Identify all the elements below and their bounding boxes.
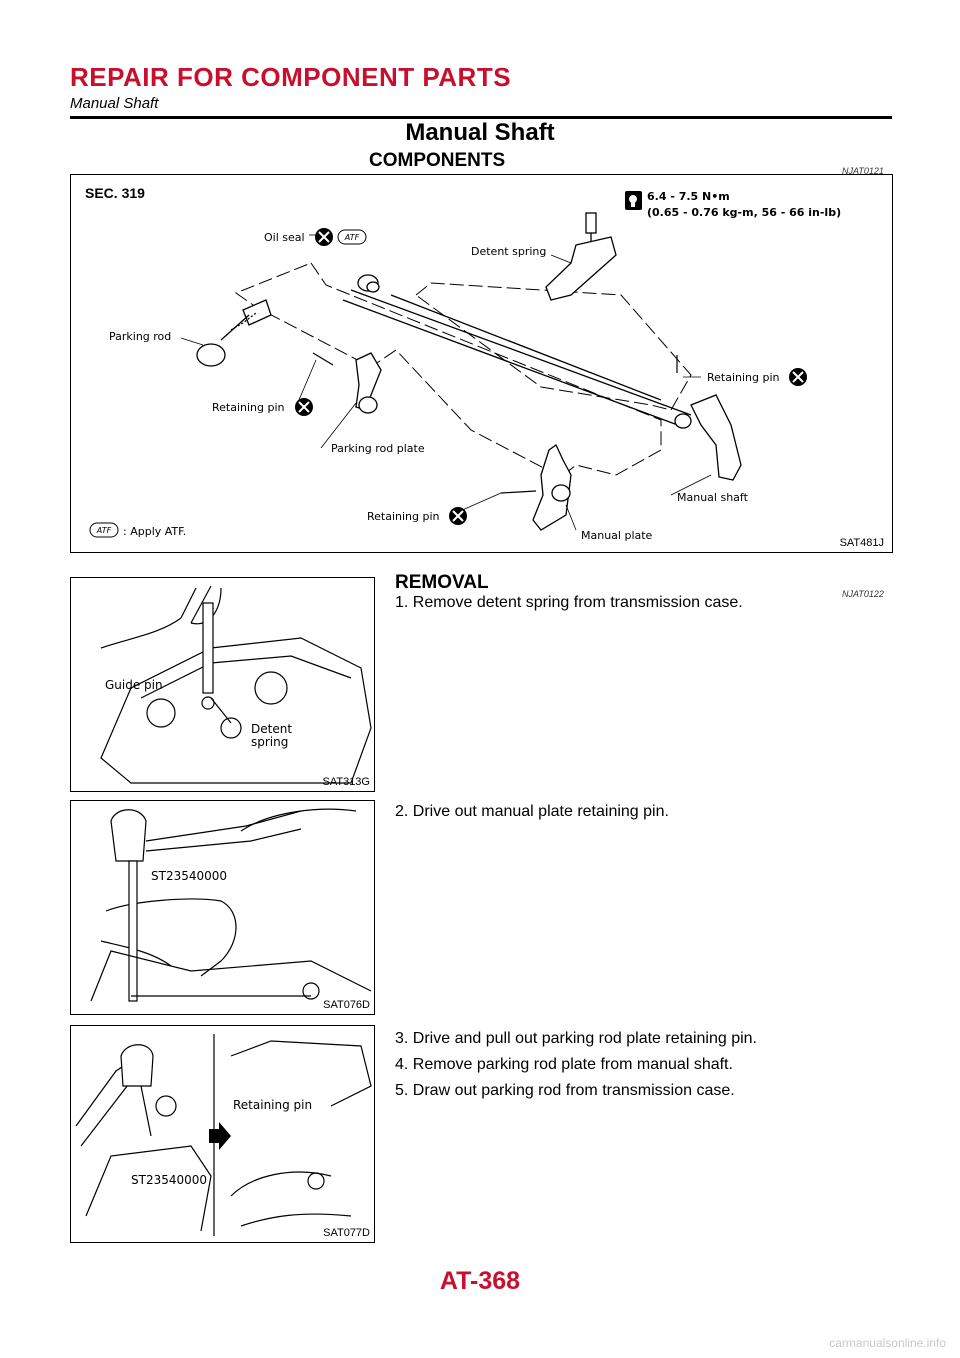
- label-detent: Detent: [251, 722, 293, 736]
- page-header-title: REPAIR FOR COMPONENT PARTS: [70, 62, 512, 92]
- removal-step-4: 4. Remove parking rod plate from manual …: [395, 1056, 733, 1073]
- label-retaining-pin-left: Retaining pin: [212, 401, 285, 414]
- figure-code: SAT481J: [839, 537, 884, 549]
- label-tool-number: ST23540000: [131, 1173, 208, 1187]
- removal-step-5: 5. Draw out parking rod from transmissio…: [395, 1082, 735, 1099]
- retaining-pin-illustration: [75, 1034, 372, 1236]
- figure-code: SAT076D: [323, 999, 370, 1011]
- label-parking-rod-plate: Parking rod plate: [331, 442, 425, 455]
- watermark: carmanualsonline.info: [829, 1336, 946, 1350]
- torque-line-2: (0.65 - 0.76 kg-m, 56 - 66 in-lb): [647, 206, 842, 219]
- atf-badge-icon: ATF: [337, 229, 367, 245]
- do-not-reuse-icon: [295, 398, 313, 416]
- section-title: Manual Shaft: [405, 119, 555, 146]
- removal-heading: REMOVAL: [395, 572, 489, 593]
- removal-ref: NJAT0122: [842, 589, 884, 599]
- section-code: SEC. 319: [85, 185, 145, 201]
- page-number: AT-368: [439, 1267, 521, 1295]
- do-not-reuse-icon: [449, 507, 467, 525]
- removal-figure-3: Retaining pin ST23540000 SAT077D: [70, 1025, 375, 1243]
- components-ref: NJAT0121: [842, 166, 884, 176]
- atf-legend-badge-icon: ATF: [89, 522, 119, 538]
- label-retaining-pin-bottom: Retaining pin: [367, 510, 440, 523]
- do-not-reuse-icon: [789, 368, 807, 386]
- label-manual-plate: Manual plate: [581, 529, 653, 542]
- components-figure: ATF ATF SEC. 319 6.4 - 7.5 N•m (0.65 - 0…: [70, 174, 893, 553]
- removal-step-1: 1. Remove detent spring from transmissio…: [395, 594, 743, 611]
- figure-code: SAT313G: [322, 776, 371, 788]
- removal-figure-2: ST23540000 SAT076D: [70, 800, 375, 1015]
- removal-figure-1: Guide pin Detent spring SAT313G: [70, 577, 375, 792]
- do-not-reuse-icon: [315, 228, 333, 246]
- arrow-icon: [209, 1122, 231, 1150]
- header-divider: [70, 116, 892, 119]
- atf-legend: : Apply ATF.: [123, 525, 187, 538]
- components-heading: COMPONENTS: [369, 150, 506, 171]
- label-parking-rod: Parking rod: [109, 330, 172, 343]
- figure-code: SAT077D: [323, 1227, 370, 1239]
- removal-step-3: 3. Drive and pull out parking rod plate …: [395, 1030, 757, 1047]
- label-tool-number: ST23540000: [151, 869, 228, 883]
- torque-line-1: 6.4 - 7.5 N•m: [647, 190, 730, 203]
- punch-hammer-illustration: [90, 808, 372, 1002]
- atf-badge-text: ATF: [344, 233, 360, 242]
- atf-legend-badge-text: ATF: [96, 526, 112, 535]
- label-oil-seal: Oil seal: [264, 231, 305, 244]
- components-diagram: ATF ATF: [89, 191, 807, 538]
- page-header-subtitle: Manual Shaft: [70, 95, 159, 112]
- label-retaining-pin-fig: Retaining pin: [233, 1098, 313, 1112]
- label-spring: spring: [251, 735, 289, 749]
- label-detent-spring-fig: Detent spring: [251, 723, 292, 749]
- detent-spring-illustration: [100, 585, 372, 784]
- label-manual-shaft: Manual shaft: [677, 491, 748, 504]
- label-guide-pin: Guide pin: [105, 678, 163, 692]
- torque-wrench-icon: [625, 191, 642, 210]
- removal-step-2: 2. Drive out manual plate retaining pin.: [395, 803, 669, 820]
- label-detent-spring: Detent spring: [471, 245, 547, 258]
- label-retaining-pin-right: Retaining pin: [707, 371, 780, 384]
